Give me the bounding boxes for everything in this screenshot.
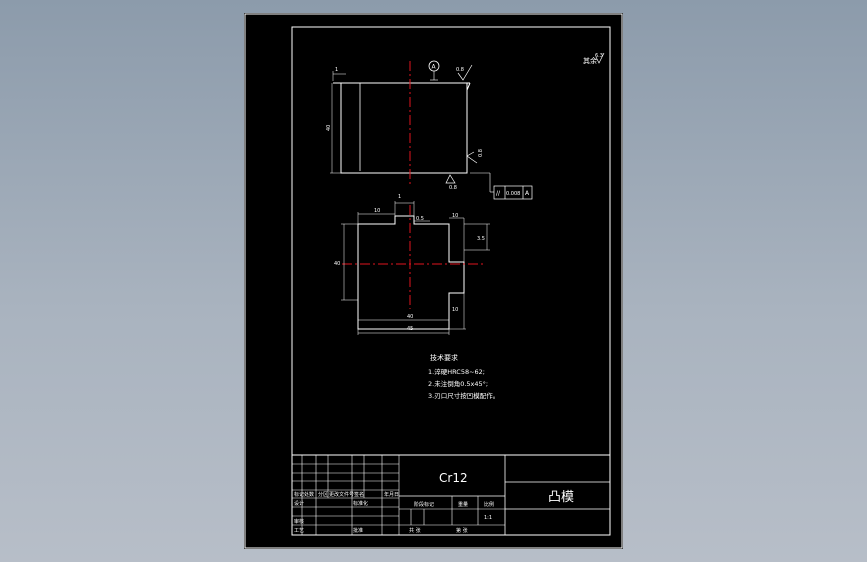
- tb-sheet-no: 第 张: [456, 527, 468, 534]
- tolerance-symbol: //: [496, 190, 501, 197]
- tb-process: 工艺: [294, 528, 304, 534]
- tb-sign: 签名: [354, 491, 364, 498]
- plan-view-outline: [357, 215, 465, 330]
- roughness-top-icon: [457, 64, 473, 81]
- drawing-sheet: 其余 6.3 40 1: [244, 13, 623, 549]
- roughness-top-value: 0.8: [456, 67, 464, 73]
- front-view: 40 1 A 0.8 0.8 0.8: [326, 60, 494, 193]
- notes-title: 技术要求: [430, 353, 458, 362]
- tb-mark: 标记: [294, 491, 304, 498]
- tb-design: 设计: [294, 500, 304, 507]
- dim-right-upper: 3.5: [477, 236, 485, 242]
- tb-approve: 批准: [353, 527, 363, 534]
- tb-weight-label: 重量: [458, 501, 468, 508]
- technical-notes: 技术要求 1.淬硬HRC58~62; 2.未注倒角0.5x45°; 3.刃口尺寸…: [428, 353, 499, 400]
- roughness-symbol-icon: [595, 52, 605, 64]
- dim-top-left: 10: [374, 208, 380, 214]
- tolerance-datum: A: [525, 190, 530, 197]
- dim-left-height: 40: [334, 261, 340, 267]
- tb-change-doc: 更改文件号: [329, 491, 354, 498]
- dim-right-top: 10: [452, 213, 458, 219]
- roughness-side-value: 0.8: [478, 149, 484, 157]
- tb-scale-value: 1:1: [484, 515, 492, 521]
- datum-label: A: [432, 64, 437, 71]
- dim-top-mid: 0.5: [416, 216, 424, 222]
- dim-bottom-inner: 40: [407, 314, 413, 320]
- tb-count: 处数: [304, 491, 314, 498]
- top-offset-text: 1: [335, 67, 338, 73]
- plan-view: 1 10 0.5 10 3.5 10: [334, 194, 490, 335]
- tb-stage-label: 阶段标记: [414, 501, 434, 508]
- tb-scale-label: 比例: [484, 501, 494, 508]
- notes-line-3: 3.刃口尺寸按凹模配作。: [428, 391, 499, 400]
- sheet-border: [244, 13, 623, 549]
- tb-zone: 分区: [318, 491, 328, 498]
- dim-right-lower: 10: [452, 307, 458, 313]
- roughness-note-label: 其余: [583, 56, 597, 65]
- roughness-note-value: 6.3: [595, 53, 603, 59]
- roughness-bottom-icon: [445, 174, 456, 184]
- dim-top-small: 1: [398, 194, 401, 200]
- roughness-bottom-value: 0.8: [449, 185, 457, 191]
- tb-sheet-count: 共 张: [409, 527, 421, 534]
- tolerance-frame: // 0.008 A: [493, 185, 533, 200]
- height-dimension-text: 40: [326, 125, 332, 131]
- dim-bottom-total: 45: [407, 326, 413, 332]
- tb-part-name: 凸模: [548, 490, 574, 505]
- tb-date: 年月日: [384, 491, 399, 498]
- drawing-frame: [291, 26, 611, 536]
- title-block: 标记 处数 分区 更改文件号 签名 年月日 设计 标准化 审核 工艺 批准 Cr…: [291, 454, 611, 536]
- notes-line-1: 1.淬硬HRC58~62;: [428, 367, 485, 376]
- roughness-side-icon: [466, 151, 478, 164]
- tb-standard: 标准化: [353, 500, 368, 507]
- tolerance-value: 0.008: [506, 191, 520, 197]
- roughness-note: 其余 6.3: [583, 52, 605, 65]
- drawing-canvas: 其余 6.3 40 1: [244, 13, 623, 549]
- notes-line-2: 2.未注倒角0.5x45°;: [428, 379, 488, 388]
- tb-review: 审核: [294, 518, 304, 525]
- tb-material: Cr12: [439, 471, 468, 485]
